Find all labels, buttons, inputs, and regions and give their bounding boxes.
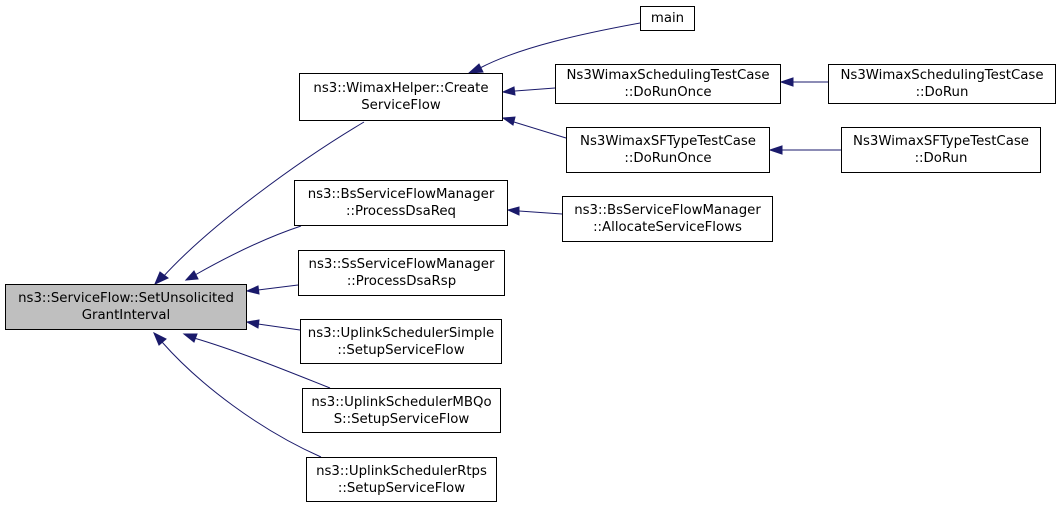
edge-main-to-wimax-helper-create [479, 22, 641, 69]
node-bs-service-flow-manager-allocate-service-flows[interactable]: ns3::BsServiceFlowManager::AllocateServi… [562, 196, 773, 242]
node-label-line: ns3::BsServiceFlowManager [574, 203, 761, 218]
node-label-line: Ns3WimaxSFTypeTestCase [853, 134, 1029, 149]
edge-uplink-mbqos-to-root [193, 337, 331, 389]
node-main[interactable]: main [640, 6, 695, 31]
edge-ss-process-dsa-rsp-to-root [257, 284, 299, 291]
node-label-line: Ns3WimaxSchedulingTestCase [566, 68, 770, 83]
node-label-line: Ns3WimaxSchedulingTestCase [840, 68, 1044, 83]
node-ss-service-flow-manager-process-dsa-rsp[interactable]: ns3::SsServiceFlowManager::ProcessDsaRsp [298, 250, 505, 296]
arrowhead [467, 63, 484, 74]
node-label-line: ns3::WimaxHelper::Create [313, 81, 489, 96]
node-label-line: ::DoRunOnce [624, 151, 712, 166]
node-label-line: ns3::SsServiceFlowManager [308, 257, 495, 272]
edge-wimax-helper-create-to-root [161, 121, 365, 279]
arrowhead [245, 319, 260, 329]
node-label-line: ::DoRun [915, 85, 969, 100]
edge-uplink-simple-to-root [257, 323, 301, 331]
arrowhead [154, 271, 169, 285]
node-label-line: GrantInterval [81, 308, 171, 323]
node-label-line: S::SetupServiceFlow [333, 411, 470, 427]
node-label-line: ::SetupServiceFlow [337, 480, 466, 496]
arrowhead [779, 77, 794, 87]
node-label-line: Ns3WimaxSFTypeTestCase [580, 134, 756, 149]
node-wimax-scheduling-test-case-do-run-once[interactable]: Ns3WimaxSchedulingTestCase::DoRunOnce [555, 64, 781, 104]
node-label-line: ::AllocateServiceFlows [593, 220, 742, 235]
node-label-line: ::ProcessDsaRsp [346, 274, 457, 289]
node-label-line: ns3::UplinkSchedulerMBQo [311, 394, 492, 410]
node-uplink-scheduler-rtps-setup-service-flow[interactable]: ns3::UplinkSchedulerRtps::SetupServiceFl… [306, 457, 497, 502]
node-wimax-sf-type-test-case-do-run[interactable]: Ns3WimaxSFTypeTestCase::DoRun [841, 127, 1041, 173]
node-label-line: ns3::UplinkSchedulerSimple [307, 325, 495, 341]
arrowhead [184, 270, 199, 281]
edge-bs-process-dsa-req-to-root [194, 225, 302, 276]
arrowhead [245, 285, 260, 295]
node-bs-service-flow-manager-process-dsa-req[interactable]: ns3::BsServiceFlowManager::ProcessDsaReq [294, 180, 508, 226]
node-label-line: main [650, 11, 685, 26]
arrowhead [768, 145, 783, 155]
node-label-line: ns3::BsServiceFlowManager [307, 187, 495, 202]
arrowhead [501, 86, 516, 96]
node-label-line: ns3::UplinkSchedulerRtps [316, 463, 487, 479]
node-wimax-sf-type-test-case-do-run-once[interactable]: Ns3WimaxSFTypeTestCase::DoRunOnce [566, 127, 770, 173]
node-label-line: ::SetupServiceFlow [337, 342, 465, 358]
arrowhead [501, 116, 516, 126]
node-label-line: ::DoRun [914, 151, 968, 166]
edge-bs-allocate-to-bs-process-dsa-req [518, 210, 563, 215]
node-uplink-scheduler-simple-setup-service-flow[interactable]: ns3::UplinkSchedulerSimple::SetupService… [300, 319, 502, 364]
node-wimax-scheduling-test-case-do-run[interactable]: Ns3WimaxSchedulingTestCase::DoRun [828, 64, 1056, 104]
node-label-line: ns3::ServiceFlow::SetUnsolicited [18, 291, 234, 306]
edge-uplink-rtps-to-root [161, 341, 322, 458]
node-label-line: ServiceFlow [361, 98, 441, 113]
node-label-line: ::DoRunOnce [624, 85, 712, 100]
edge-scheduling-run-once-to-wimax-helper-create [514, 87, 556, 92]
edge-sftype-run-once-to-wimax-helper-create [513, 121, 567, 139]
arrowhead [506, 206, 520, 216]
arrowhead [153, 331, 167, 346]
node-label-line: ::ProcessDsaReq [346, 204, 456, 219]
arrowhead [182, 333, 198, 343]
